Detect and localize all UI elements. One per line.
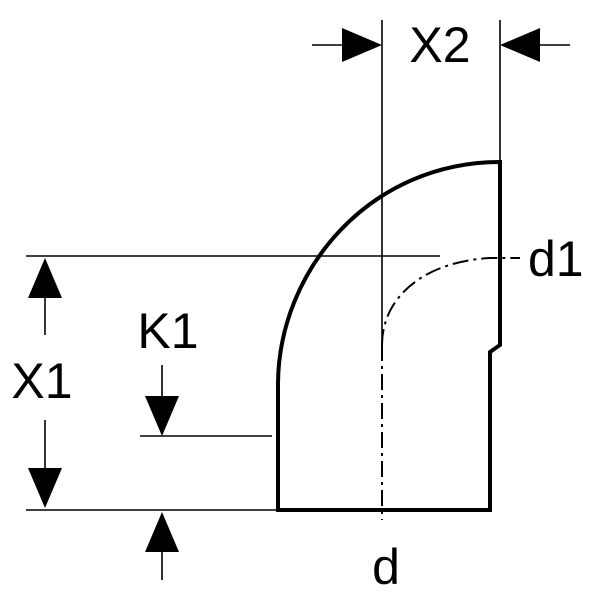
d1-label: d1	[528, 231, 584, 287]
x2-left-arrow-head	[342, 28, 382, 62]
d-label: d	[372, 539, 400, 595]
elbow-outline	[276, 159, 502, 512]
x2-label: X2	[409, 17, 470, 73]
x1-top-arrow-head	[28, 258, 62, 298]
x1-label: X1	[11, 353, 72, 409]
k1-bottom-arrow-head	[145, 512, 179, 552]
x1-bottom-arrow-head	[28, 468, 62, 508]
k1-top-arrow-head	[145, 396, 179, 436]
bend-centerline	[381, 257, 520, 346]
x2-right-arrow-head	[500, 28, 540, 62]
k1-label: K1	[137, 303, 198, 359]
